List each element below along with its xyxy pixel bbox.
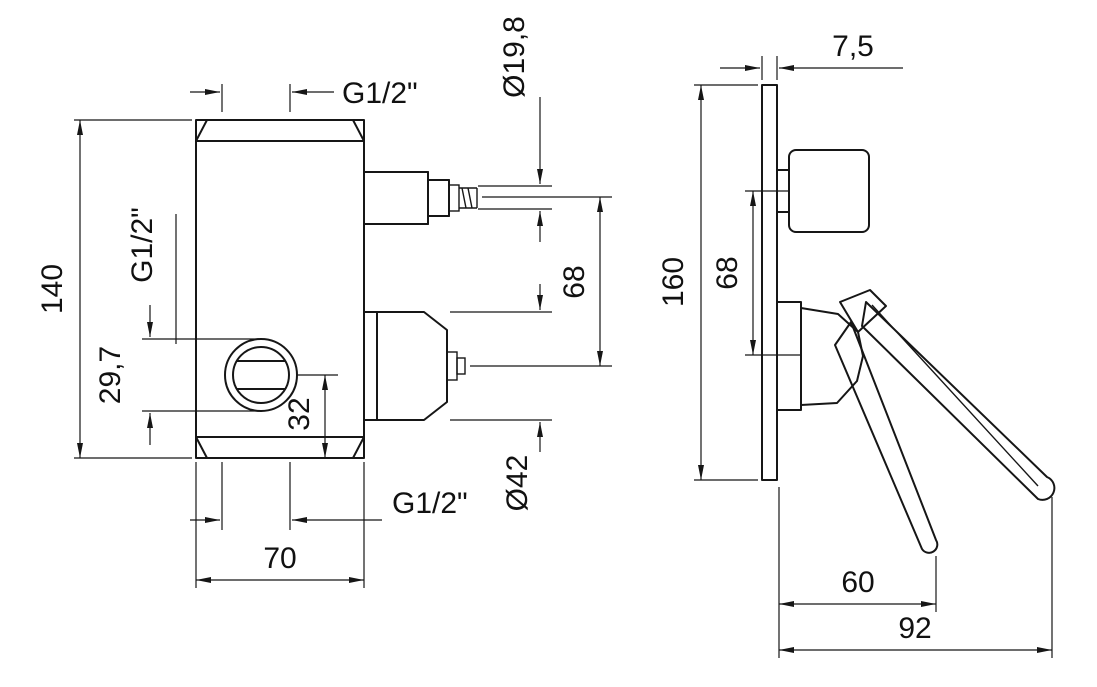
dim-depth-to-handle-label: 60: [841, 566, 874, 599]
dim-thread-bottom-label: G1/2": [392, 487, 468, 520]
lower-nub-tip: [456, 357, 466, 375]
side-view-dimensions: 160 7,5 68 60 92: [657, 30, 1053, 658]
paddle-inner-line: [871, 304, 1039, 487]
mixer-body-outline: [195, 119, 365, 459]
handle-paddle: [861, 301, 1056, 501]
dim-body-width-label: 70: [263, 542, 296, 575]
lower-nub: [446, 351, 458, 381]
escutcheon: [776, 301, 802, 411]
side-view: [761, 84, 1056, 554]
dim-lower-port-diameter-label: Ø42: [501, 455, 534, 512]
lower-outlet-port: [363, 311, 466, 421]
dim-front-port-diameter-label: 29,7: [94, 346, 127, 404]
thread-hatch: [461, 187, 467, 209]
valve-body-and-handle: [776, 289, 1056, 554]
dim-center-to-bottom-label: 32: [283, 397, 316, 430]
dim-port-spacing-label: 68: [558, 265, 591, 298]
valve-body: [800, 307, 864, 406]
thread-hatch: [467, 187, 473, 209]
upper-outlet-port: [363, 171, 478, 225]
dim-max-depth-label: 92: [898, 612, 931, 645]
dim-thread-front-label: G1/2": [126, 207, 159, 283]
inner-circle: [232, 346, 290, 404]
front-view-dimensions: 140 G1/2" G1/2" 70 29,7 G1/2" 32: [36, 16, 612, 588]
dim-plate-height-label: 160: [657, 257, 690, 307]
dim-knob-to-valve-label: 68: [711, 256, 744, 289]
front-view: [195, 119, 478, 459]
diverter-knob: [776, 149, 870, 233]
dim-thread-top-label: G1/2": [342, 77, 418, 110]
handle-grip: [834, 321, 939, 554]
dim-body-height-label: 140: [36, 264, 69, 314]
nipple-base: [448, 184, 460, 212]
body-rect: [195, 119, 365, 459]
dim-nipple-diameter-label: Ø19,8: [498, 16, 531, 98]
dim-plate-thickness-label: 7,5: [832, 30, 874, 63]
knob-outline: [788, 149, 870, 233]
wall-plate: [761, 84, 778, 481]
